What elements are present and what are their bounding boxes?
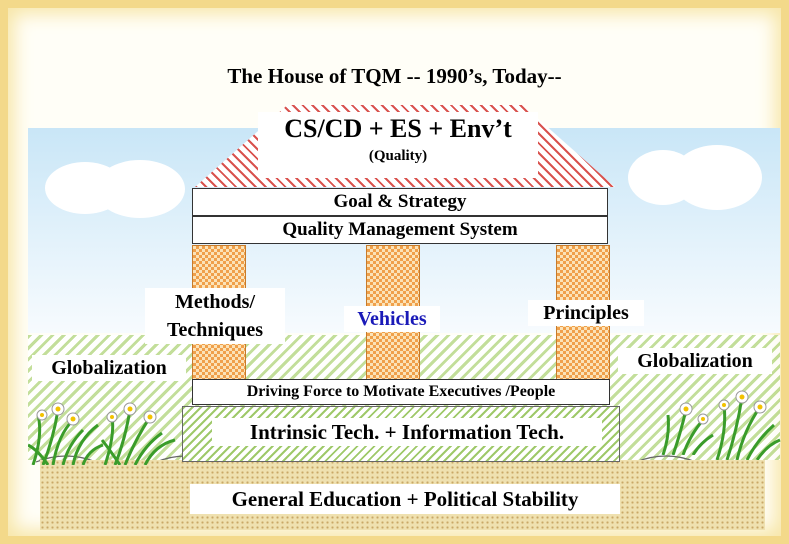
cloud-left: [95, 160, 185, 218]
driving-force-bar: Driving Force to Motivate Executives /Pe…: [192, 379, 610, 405]
cloud-right: [672, 145, 762, 210]
foundation-label: General Education + Political Stability: [190, 484, 620, 514]
qms-beam: Quality Management System: [192, 216, 608, 244]
tech-base-label: Intrinsic Tech. + Information Tech.: [212, 418, 602, 446]
flower-cluster-right-2: [715, 390, 781, 460]
flower-cluster-left-2: [100, 402, 176, 465]
pillar-left-label: Methods/ Techniques: [145, 288, 285, 344]
pillar-right-label: Principles: [528, 300, 644, 326]
flower-cluster-right: [661, 402, 714, 455]
roof-line2: (Quality): [368, 148, 428, 164]
roof-label: CS/CD + ES + Env’t (Quality): [258, 112, 538, 178]
globalization-right: Globalization: [618, 348, 772, 374]
roof-line1: CS/CD + ES + Env’t: [284, 114, 512, 143]
globalization-left: Globalization: [32, 355, 186, 381]
flower-cluster-left: [28, 402, 104, 465]
goal-strategy-beam: Goal & Strategy: [192, 188, 608, 216]
diagram-title: The House of TQM -- 1990’s, Today--: [227, 64, 562, 88]
pillar-middle-label: Vehicles: [344, 306, 440, 332]
